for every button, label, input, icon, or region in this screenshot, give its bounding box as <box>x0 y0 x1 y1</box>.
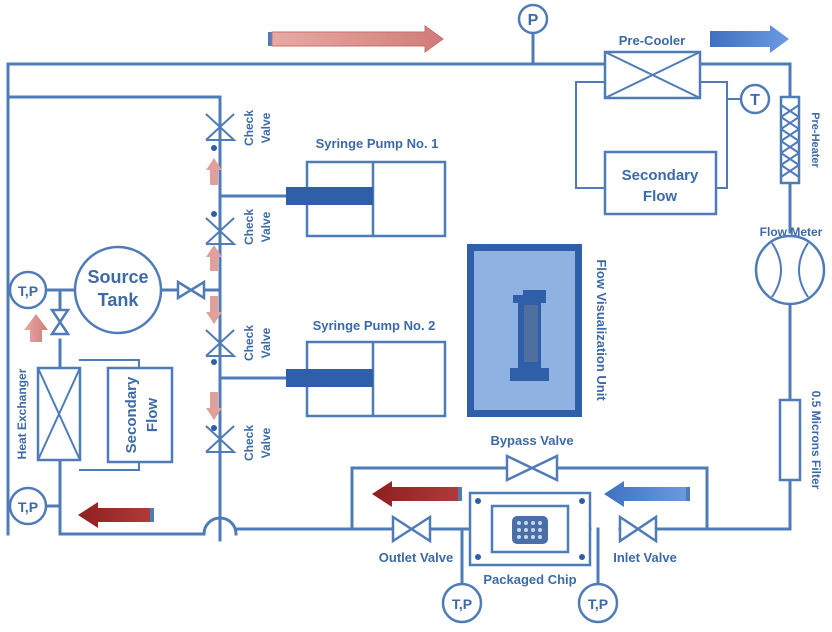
cooler-secondary-line2: Flow <box>643 188 677 205</box>
bottom-return-arrow <box>78 502 154 528</box>
source-tank-line1: Source <box>87 267 148 287</box>
hx-secondary-line2: Flow <box>144 398 161 432</box>
hx-up-arrow <box>24 314 48 342</box>
pressure-gauge-label: P <box>528 12 539 29</box>
check-valve-3: Check Valve <box>205 325 273 365</box>
flow-visualization-label: Flow Visualization Unit <box>594 259 609 401</box>
check-valve-2: Check Valve <box>205 209 273 245</box>
syringe-pump-1-label: Syringe Pump No. 1 <box>316 136 439 151</box>
top-blue-arrow <box>710 25 789 53</box>
check-valve-2-line1: Check <box>242 209 256 245</box>
cooler-secondary-flow-box: Secondary Flow <box>603 150 718 216</box>
tp-sensor-hx: T,P <box>8 486 48 526</box>
tp-sensor-tank: T,P <box>8 270 48 310</box>
micron-filter: 0.5 Microns Filter <box>778 391 823 490</box>
cooler-secondary-line1: Secondary <box>622 167 699 184</box>
tp-sensor-outlet: T,P <box>441 582 483 624</box>
bypass-left-pipe <box>350 466 509 531</box>
pressure-gauge: P <box>517 3 549 35</box>
check-valve-1-line2: Valve <box>259 112 273 143</box>
source-tank: Source Tank <box>73 245 163 335</box>
tp-sensor-inlet-label: T,P <box>588 596 608 612</box>
pre-heater: Pre-Heater <box>779 95 821 185</box>
bypass-inlet-arrow <box>604 481 690 507</box>
hx-secondary-line1: Secondary <box>123 376 140 453</box>
check-valve-4: Check Valve <box>205 425 273 461</box>
source-tank-line2: Tank <box>98 290 140 310</box>
bypass-outlet-arrow <box>372 481 462 507</box>
tank-inlet-valve <box>49 308 71 336</box>
packaged-chip-label: Packaged Chip <box>483 572 576 587</box>
check-valve-1: Check Valve <box>205 110 273 151</box>
flow-meter: Flow Meter <box>754 225 826 306</box>
outlet-valve: Outlet Valve <box>379 514 453 565</box>
syringe-pump-2: Syringe Pump No. 2 <box>286 318 447 418</box>
syringe-pump-1: Syringe Pump No. 1 <box>286 136 447 238</box>
bypass-valve: Bypass Valve <box>490 433 574 482</box>
check-valve-2-line2: Valve <box>259 211 273 242</box>
outlet-valve-label: Outlet Valve <box>379 550 453 565</box>
flow-meter-label: Flow Meter <box>760 225 823 239</box>
hx-secondary-flow-box: Secondary Flow <box>106 366 174 464</box>
hx-secondary-top <box>79 359 140 369</box>
check-valve-1-line1: Check <box>242 110 256 146</box>
check-valve-3-line2: Valve <box>259 327 273 358</box>
tp-sensor-hx-label: T,P <box>18 499 38 515</box>
check-valve-4-line2: Valve <box>259 427 273 458</box>
inlet-valve-label: Inlet Valve <box>613 550 677 565</box>
tp-sensor-tank-label: T,P <box>18 283 38 299</box>
temperature-sensor: T <box>739 83 771 115</box>
pre-heater-label: Pre-Heater <box>809 112 821 168</box>
heat-exchanger-label: Heat Exchanger <box>15 368 29 459</box>
right-lower-pipe <box>705 478 792 531</box>
column-arrows <box>206 158 222 420</box>
hx-secondary-bottom <box>79 461 140 471</box>
syringe-pump-2-label: Syringe Pump No. 2 <box>313 318 436 333</box>
flow-visualization-unit: Flow Visualization Unit <box>467 244 609 417</box>
pre-cooler: Pre-Cooler <box>603 33 702 100</box>
bypass-valve-label: Bypass Valve <box>490 433 573 448</box>
top-right-pipe <box>698 62 792 99</box>
piping <box>6 30 792 584</box>
heat-exchanger: Heat Exchanger <box>15 366 82 462</box>
inlet-valve: Inlet Valve <box>613 514 677 565</box>
packaged-chip: Packaged Chip <box>468 491 592 587</box>
check-valve-3-line1: Check <box>242 325 256 361</box>
filter-label: 0.5 Microns Filter <box>809 391 823 490</box>
tp-sensor-inlet: T,P <box>577 582 619 624</box>
cooler-secondary-right <box>699 81 728 189</box>
cooler-secondary-left <box>575 81 606 189</box>
check-valve-4-line1: Check <box>242 425 256 461</box>
bypass-right-pipe <box>555 466 709 531</box>
check-column-feed-pipe <box>6 95 222 112</box>
top-hot-arrow <box>268 25 444 53</box>
pre-cooler-label: Pre-Cooler <box>619 33 685 48</box>
temperature-sensor-label: T <box>750 92 760 109</box>
pipe-crossover <box>202 516 238 536</box>
tank-outlet-valve <box>176 279 206 301</box>
tp-sensor-outlet-label: T,P <box>452 596 472 612</box>
